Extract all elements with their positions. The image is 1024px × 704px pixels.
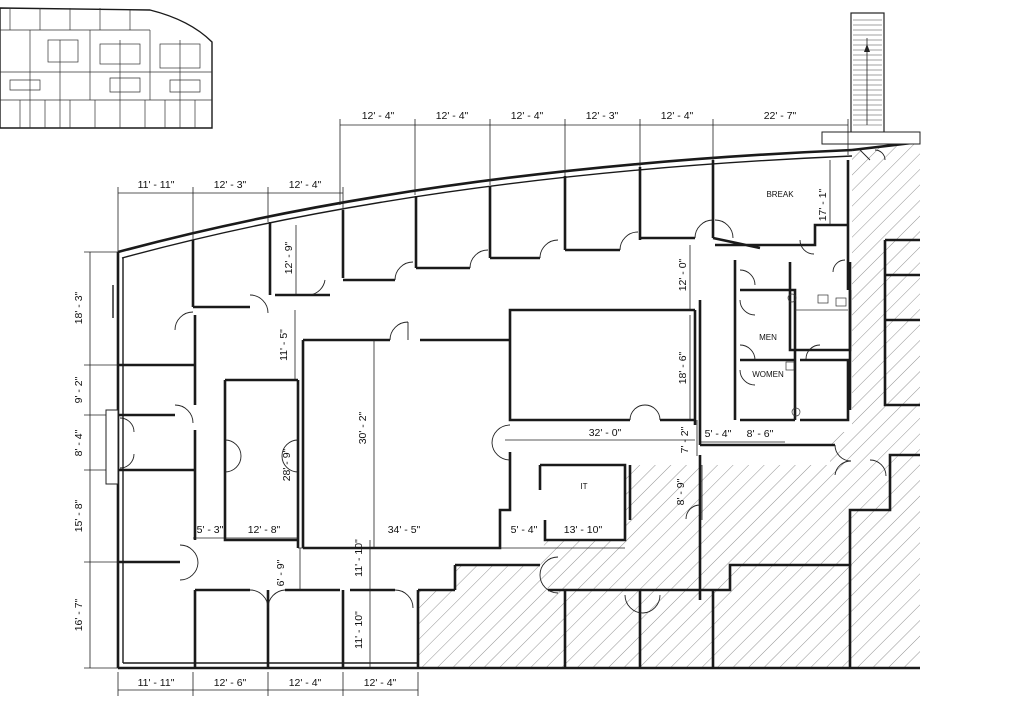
top-dim-label: 12' - 4" xyxy=(289,179,322,191)
key-plan-thumbnail xyxy=(0,7,213,129)
interior-dim-label: 28' - 9" xyxy=(281,448,293,481)
interior-dim-label: 11' - 5" xyxy=(278,329,290,361)
left-dim-label: 16' - 7" xyxy=(73,598,85,631)
left-dim-label: 18' - 3" xyxy=(73,291,85,324)
room-labels: BREAK MEN WOMEN IT xyxy=(580,190,794,491)
exterior-stair xyxy=(850,12,885,134)
bottom-dim-label: 12' - 4" xyxy=(289,677,322,689)
interior-dim-label: 8' - 9" xyxy=(675,478,687,505)
room-label-women: WOMEN xyxy=(752,370,784,379)
interior-dim-label: 12' - 9" xyxy=(283,241,295,274)
top-dim-label: 12' - 3" xyxy=(586,110,619,122)
interior-dim-label: 32' - 0" xyxy=(589,427,622,439)
interior-dim-label: 34' - 5" xyxy=(388,524,421,536)
top-dim-label: 12' - 4" xyxy=(511,110,544,122)
left-dim-label: 15' - 8" xyxy=(73,499,85,532)
interior-dim-label: 8' - 6" xyxy=(747,428,774,440)
left-dim-label: 9' - 2" xyxy=(73,376,85,403)
top-dim-label: 22' - 7" xyxy=(764,110,797,122)
top-dim-label: 12' - 4" xyxy=(661,110,694,122)
interior-dim-label: 13' - 10" xyxy=(564,524,603,536)
interior-dim-label: 18' - 6" xyxy=(677,351,689,384)
interior-dim-label: 12' - 0" xyxy=(677,258,689,291)
interior-dim-label: 5' - 4" xyxy=(511,524,538,536)
interior-dim-label: 5' - 4" xyxy=(705,428,732,440)
room-label-it: IT xyxy=(580,482,587,491)
doors xyxy=(119,149,887,614)
bottom-dim-label: 12' - 6" xyxy=(214,677,247,689)
dimension-lines xyxy=(84,119,849,696)
bottom-dim-label: 12' - 4" xyxy=(364,677,397,689)
top-dim-label: 11' - 11" xyxy=(138,179,175,191)
bottom-dim-label: 11' - 11" xyxy=(138,677,175,689)
top-dim-label: 12' - 4" xyxy=(436,110,469,122)
interior-dim-label: 12' - 8" xyxy=(248,524,281,536)
exterior-walls xyxy=(105,131,921,670)
interior-dim-label: 5' - 3" xyxy=(197,524,224,536)
interior-dim-label: 17' - 1" xyxy=(817,188,829,221)
interior-walls xyxy=(118,160,920,668)
interior-dim-label: 30' - 2" xyxy=(357,411,369,444)
interior-dim-label: 6' - 9" xyxy=(275,559,287,586)
top-dim-label: 12' - 3" xyxy=(214,179,247,191)
left-dim-label: 8' - 4" xyxy=(73,429,85,456)
interior-dim-label: 7' - 2" xyxy=(679,426,691,453)
dimension-labels: 11' - 11" 12' - 3" 12' - 4" 12' - 4" 12'… xyxy=(73,110,829,689)
interior-dim-label: 11' - 10" xyxy=(353,539,365,577)
room-label-break: BREAK xyxy=(766,190,794,199)
top-dim-label: 12' - 4" xyxy=(362,110,395,122)
hatched-area xyxy=(418,142,920,668)
interior-dim-label: 11' - 10" xyxy=(353,611,365,649)
restroom-fixtures xyxy=(785,293,848,417)
room-label-men: MEN xyxy=(759,333,777,342)
